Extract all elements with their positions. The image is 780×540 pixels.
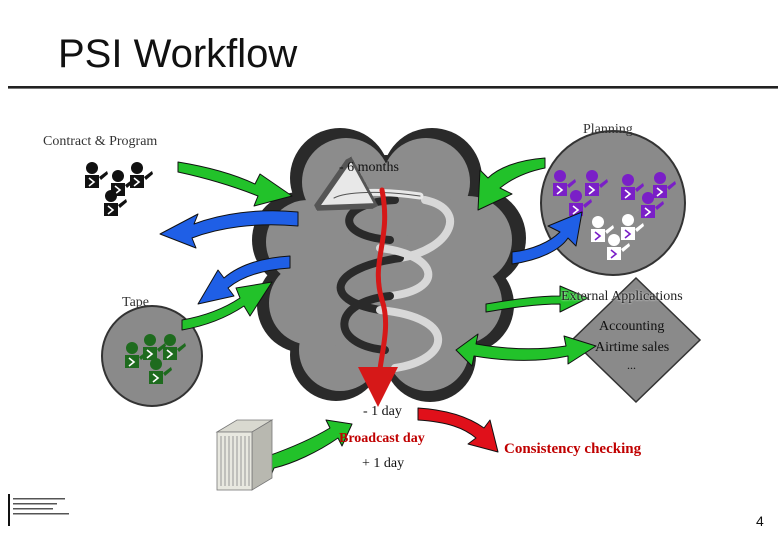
- consistency-checking-label: Consistency checking: [504, 441, 642, 457]
- planning-label: Planning: [583, 122, 633, 137]
- arrow-server-broadcast-bidirectional: [255, 419, 353, 479]
- ellipsis-label: ...: [627, 358, 636, 372]
- page-number: 4: [756, 513, 764, 529]
- arrow-cloud-to-tape: [197, 255, 291, 305]
- contract-program-label: Contract & Program: [43, 134, 158, 149]
- people-icon-contract: [85, 162, 153, 216]
- arrow-cloud-to-consistency: [417, 407, 499, 453]
- accounting-label: Accounting: [599, 319, 665, 334]
- arrow-cloud-to-planning: [511, 211, 583, 265]
- arrow-contract-to-cloud: [177, 161, 293, 207]
- slide-title: PSI Workflow: [58, 32, 298, 76]
- arrow-planning-to-cloud: [477, 157, 546, 211]
- spiral-timeline: [334, 190, 454, 407]
- broadcast-day-label: Broadcast day: [339, 431, 425, 446]
- arrow-tape-to-cloud: [181, 281, 273, 331]
- plus-one-day-label: + 1 day: [362, 456, 405, 471]
- people-icon-planning-light: [591, 214, 644, 260]
- external-applications-diamond: [570, 276, 702, 404]
- minus-one-day-label: - 1 day: [363, 404, 402, 419]
- people-icon-planning: [553, 170, 676, 218]
- six-months-label: - 6 months: [339, 160, 399, 175]
- title-divider: [8, 86, 778, 89]
- arrow-cloud-external-bidirectional: [455, 333, 597, 367]
- tape-label: Tape: [122, 295, 150, 310]
- server-rack-icon: [215, 419, 274, 491]
- people-icon-tape: [125, 334, 186, 384]
- arrow-cloud-to-contract: [159, 210, 299, 249]
- arrow-external-to-cloud: [485, 285, 589, 313]
- airtime-sales-label: Airtime sales: [595, 340, 670, 355]
- footer-logo-mark: [8, 494, 69, 526]
- external-applications-label: External Applications: [561, 289, 683, 304]
